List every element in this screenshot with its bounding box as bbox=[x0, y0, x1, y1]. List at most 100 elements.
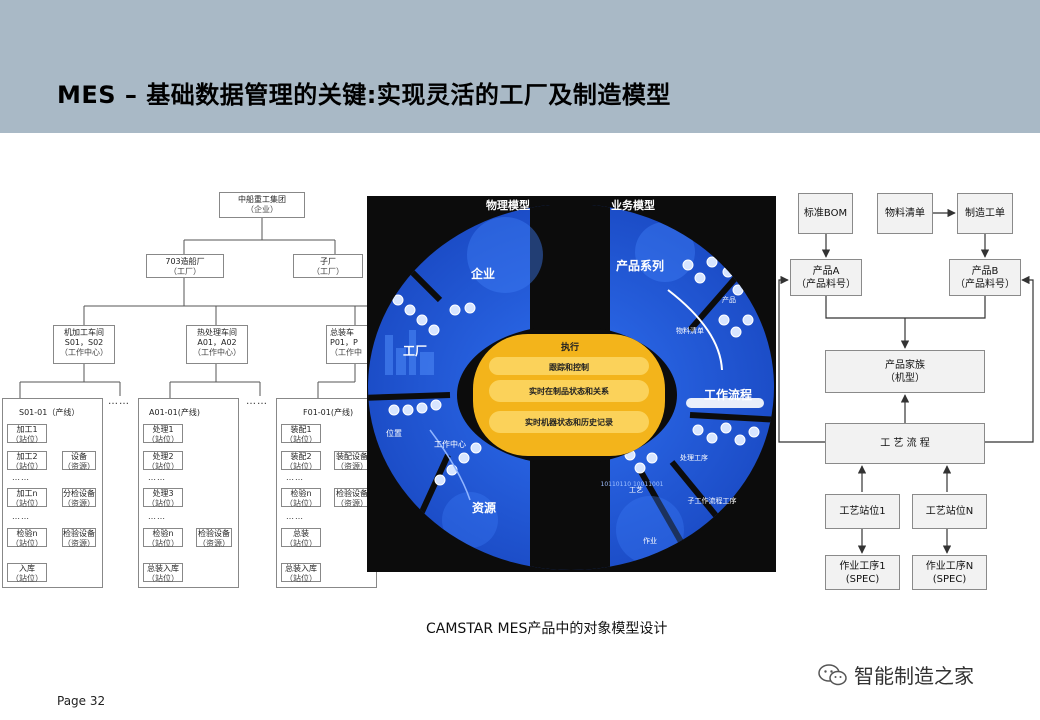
product-family-glyph bbox=[635, 222, 695, 282]
factory-name: 子厂 bbox=[320, 257, 336, 266]
factory-label: 工厂 bbox=[403, 344, 427, 358]
factory-name: 703造船厂 bbox=[165, 257, 205, 266]
core-item: 跟踪和控制 bbox=[549, 362, 589, 372]
root-type: （企业） bbox=[246, 205, 278, 214]
enterprise-glyph bbox=[467, 217, 543, 293]
workshop-node-heat: 热处理车间 A01，A02 （工作中心） bbox=[186, 325, 248, 364]
root-name: 中船重工集团 bbox=[238, 195, 286, 204]
workflow-label: 工作流程 bbox=[704, 387, 752, 402]
line-title: F01-01(产线) bbox=[303, 408, 354, 417]
factory-node-703: 703造船厂 （工厂） bbox=[146, 254, 224, 278]
core-item-bg bbox=[489, 411, 649, 433]
location-label: 位置 bbox=[386, 428, 402, 438]
resource-glyph bbox=[442, 492, 498, 548]
core-shape bbox=[473, 334, 665, 456]
divider-line bbox=[637, 468, 703, 570]
workshop-codes: A01，A02 bbox=[197, 338, 237, 347]
divider-line bbox=[397, 453, 451, 562]
workshop-codes: P01，P bbox=[330, 338, 358, 347]
diagram-background bbox=[367, 196, 776, 572]
work-order-node: 制造工单 bbox=[957, 193, 1013, 234]
bom-label: 物料清单 bbox=[676, 326, 704, 335]
binary-glyph: 10110110 10011001 bbox=[601, 481, 664, 488]
ellipsis-1: …… bbox=[108, 396, 130, 407]
process-flow-node: 工 艺 流 程 bbox=[825, 423, 985, 464]
route-label: 工艺 bbox=[629, 486, 643, 494]
standard-bom-node: 标准BOM bbox=[798, 193, 853, 234]
factory-type: （工厂） bbox=[312, 267, 344, 276]
factory-node-sub: 子厂 （工厂） bbox=[293, 254, 363, 278]
operation-1-node: 作业工序1(SPEC) bbox=[825, 555, 900, 590]
workcenter-label: 工作中心 bbox=[434, 439, 466, 449]
factory-skyline-icon bbox=[385, 330, 434, 375]
station-1-node: 工艺站位1 bbox=[825, 494, 900, 529]
node-dots bbox=[388, 256, 760, 486]
workshop-node-machining: 机加工车间 S01，S02 （工作中心） bbox=[53, 325, 115, 364]
diagram-blue-field bbox=[368, 205, 774, 570]
workshop-type: （工作中心） bbox=[193, 348, 241, 357]
equipment-node: 装配设备（资源） bbox=[334, 451, 370, 471]
business-model-label: 业务模型 bbox=[611, 198, 655, 212]
workcenter-arc bbox=[429, 429, 471, 501]
workshop-type: （工作中心） bbox=[60, 348, 108, 357]
workshop-codes: S01，S02 bbox=[64, 338, 104, 347]
station-ellipsis: …… bbox=[148, 473, 166, 482]
brand-watermark: 智能制造之家 bbox=[818, 660, 974, 689]
factory-type: （工厂） bbox=[169, 267, 201, 276]
equipment-node: 检验设备（资源） bbox=[196, 528, 232, 548]
station-node: 检验n（站位） bbox=[143, 528, 183, 548]
core-item: 实时在制品状态和关系 bbox=[529, 386, 609, 396]
workshop-name: 热处理车间 bbox=[197, 328, 237, 337]
station-node: 检验n（站位） bbox=[7, 528, 47, 548]
workshop-node-assembly: 总装车 P01，P （工作中 bbox=[326, 325, 370, 364]
line-title: A01-01(产线) bbox=[149, 408, 200, 417]
divider-line bbox=[689, 412, 774, 423]
brand-name: 智能制造之家 bbox=[854, 664, 974, 688]
equipment-node: 设备（资源） bbox=[62, 451, 96, 471]
station-ellipsis: …… bbox=[12, 512, 30, 521]
station-ellipsis: …… bbox=[286, 473, 304, 482]
station-node: 入库（站位） bbox=[7, 563, 47, 583]
station-ellipsis: …… bbox=[148, 512, 166, 521]
resource-label: 资源 bbox=[472, 500, 496, 515]
divider-line bbox=[687, 248, 763, 332]
divider-line bbox=[669, 460, 743, 547]
workflow-arc bbox=[667, 289, 723, 371]
line-title: S01-01（产线） bbox=[19, 408, 80, 417]
page-title: MES – 基础数据管理的关键:实现灵活的工厂及制造模型 bbox=[57, 81, 671, 109]
figure-caption: CAMSTAR MES产品中的对象模型设计 bbox=[426, 621, 668, 637]
core-outline bbox=[457, 325, 677, 465]
divider-line bbox=[377, 237, 443, 303]
station-node: 总装入库（站位） bbox=[281, 563, 321, 583]
station-node: 总装（站位） bbox=[281, 528, 321, 548]
station-node: 装配1（站位） bbox=[281, 424, 321, 444]
workflow-conveyor-icon bbox=[686, 398, 764, 408]
workshop-name: 机加工车间 bbox=[64, 328, 104, 337]
ellipsis-2: …… bbox=[246, 396, 268, 407]
station-node: 装配2（站位） bbox=[281, 451, 321, 471]
root-group-node: 中船重工集团 （企业） bbox=[219, 192, 305, 218]
operation-n-node: 作业工序N(SPEC) bbox=[912, 555, 987, 590]
product-family-label: 产品系列 bbox=[616, 258, 664, 273]
wechat-icon bbox=[818, 663, 847, 685]
core-title: 执行 bbox=[561, 341, 579, 353]
product-family-node: 产品家族（机型） bbox=[825, 350, 985, 393]
station-node: 加工2（站位） bbox=[7, 451, 47, 471]
station-ellipsis: …… bbox=[286, 512, 304, 521]
product-a-node: 产品A（产品料号） bbox=[790, 259, 862, 296]
station-node: 处理3（站位） bbox=[143, 488, 183, 508]
process-step-label: 处理工序 bbox=[680, 453, 708, 462]
equipment-node: 检验设备（资源） bbox=[334, 488, 370, 508]
operation-label: 作业 bbox=[643, 536, 657, 545]
product-label: 产品 bbox=[722, 295, 736, 304]
material-list-node: 物料清单 bbox=[877, 193, 933, 234]
physical-model-label: 物理模型 bbox=[486, 198, 530, 212]
station-node: 处理1（站位） bbox=[143, 424, 183, 444]
center-divider bbox=[530, 205, 610, 570]
product-b-node: 产品B（产品料号） bbox=[949, 259, 1021, 296]
enterprise-label: 企业 bbox=[470, 266, 495, 281]
station-node: 加工1（站位） bbox=[7, 424, 47, 444]
station-ellipsis: …… bbox=[12, 473, 30, 482]
station-node: 加工n（站位） bbox=[7, 488, 47, 508]
core-item-bg bbox=[489, 380, 649, 402]
